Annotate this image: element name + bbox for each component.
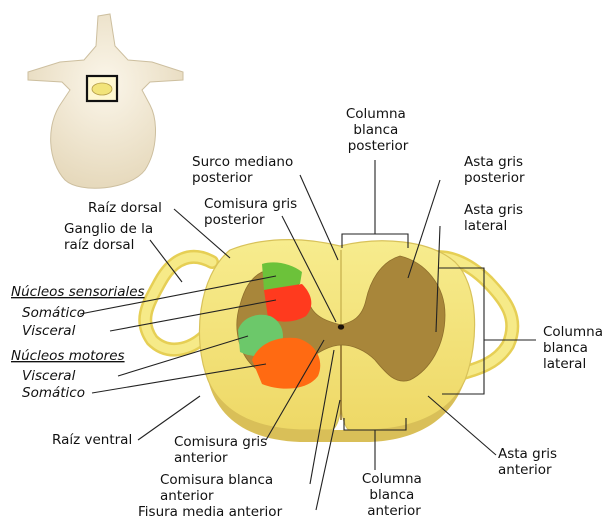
label-somatico-sensorial: Somático bbox=[22, 305, 85, 321]
label-somatico-motor: Somático bbox=[22, 385, 85, 401]
label-visceral-motor: Visceral bbox=[22, 368, 76, 384]
label-visceral-sensorial: Visceral bbox=[22, 323, 76, 339]
label-surco-mediano-posterior: Surco mediano posterior bbox=[192, 154, 298, 186]
nucleus-sensory-visceral bbox=[264, 284, 311, 322]
label-asta-gris-anterior: Asta gris anterior bbox=[498, 446, 561, 478]
label-columna-blanca-anterior: Columna blanca anterior bbox=[362, 471, 426, 519]
vertebra-thumbnail bbox=[28, 14, 183, 188]
label-comisura-gris-posterior: Comisura gris posterior bbox=[204, 196, 302, 228]
label-columna-blanca-posterior: Columna blanca posterior bbox=[346, 106, 410, 154]
label-raiz-ventral: Raíz ventral bbox=[52, 432, 132, 448]
label-ganglio: Ganglio de la raíz dorsal bbox=[64, 221, 157, 253]
central-canal bbox=[338, 324, 344, 329]
label-comisura-blanca-anterior: Comisura blanca anterior bbox=[160, 472, 277, 504]
label-columna-blanca-lateral: Columna blanca lateral bbox=[543, 324, 607, 372]
label-raiz-dorsal: Raíz dorsal bbox=[88, 200, 162, 216]
label-nucleos-motores: Núcleos motores bbox=[11, 348, 125, 364]
label-fisura-media-anterior: Fisura media anterior bbox=[138, 504, 283, 520]
label-asta-gris-lateral: Asta gris lateral bbox=[464, 202, 527, 234]
vertebra-cord bbox=[92, 83, 112, 95]
label-asta-gris-posterior: Asta gris posterior bbox=[464, 154, 527, 186]
label-nucleos-sensoriales: Núcleos sensoriales bbox=[11, 284, 145, 300]
label-comisura-gris-anterior: Comisura gris anterior bbox=[174, 434, 272, 466]
